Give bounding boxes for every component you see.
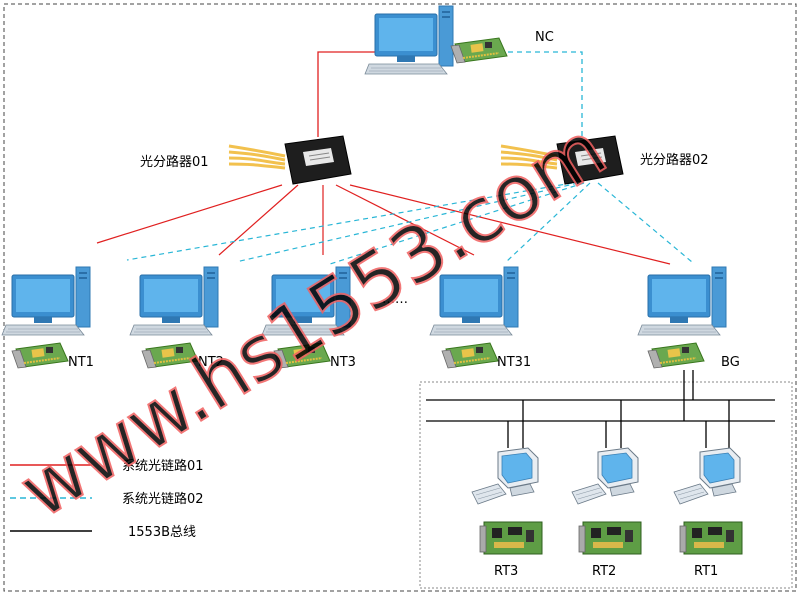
- rt3-unit: RT3: [471, 447, 543, 579]
- bg-label: BG: [721, 355, 740, 370]
- nt3-label: NT3: [330, 355, 356, 370]
- splitter-02-label: 光分路器02: [640, 152, 709, 168]
- rt1-unit: RT1: [673, 447, 743, 579]
- link01-lines: [96, 184, 671, 265]
- legend-label-link01: 系统光链路01: [122, 458, 204, 474]
- rt3-label: RT3: [494, 564, 518, 579]
- bus-lines: [426, 370, 775, 448]
- legend: 系统光链路01 系统光链路02 1553B总线: [10, 458, 204, 540]
- nt2-label: NT2: [198, 355, 224, 370]
- bg-computer: BG: [637, 266, 740, 370]
- nt31-label: NT31: [497, 355, 531, 370]
- nc-uplinks: [317, 51, 583, 137]
- nt1-computer: NT1: [1, 266, 94, 370]
- bus-subsystem-frame: [419, 381, 793, 589]
- nt1-label: NT1: [68, 355, 94, 370]
- nt2-computer: NT2: [129, 266, 224, 370]
- nt31-computer: NT31: [429, 266, 531, 370]
- rt1-label: RT1: [694, 564, 718, 579]
- nc-computer: NC: [364, 5, 554, 75]
- more-terminals-ellipsis: ……: [382, 292, 408, 307]
- legend-label-bus: 1553B总线: [128, 525, 196, 540]
- nt3-computer: NT3: [261, 266, 356, 370]
- outer-frame: [3, 3, 797, 592]
- nc-label: NC: [535, 30, 554, 45]
- link02-lines: [126, 182, 693, 265]
- splitter-01-label: 光分路器01: [140, 154, 209, 170]
- rt2-label: RT2: [592, 564, 616, 579]
- splitter-01: 光分路器01: [140, 134, 353, 186]
- legend-label-link02: 系统光链路02: [122, 491, 204, 507]
- rt2-unit: RT2: [571, 447, 642, 579]
- splitter-02: 光分路器02: [499, 134, 709, 186]
